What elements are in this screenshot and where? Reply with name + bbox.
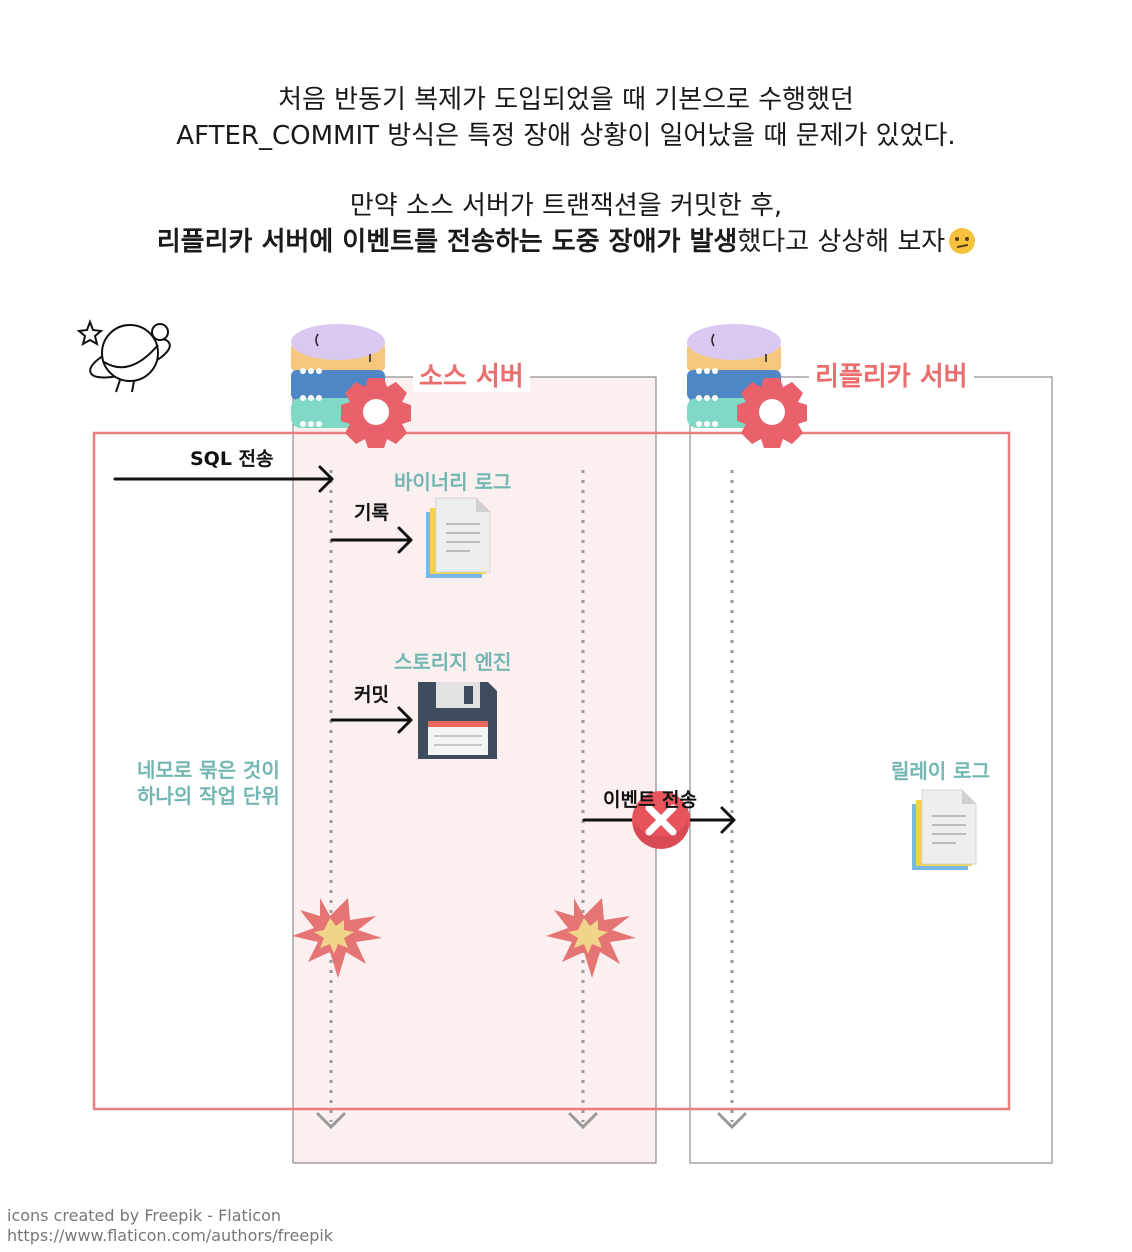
source-server-label: 소스 서버 [413, 362, 530, 392]
credit-line-1: icons created by Freepik - Flaticon [7, 1206, 281, 1225]
replica-server-label: 리플리카 서버 [809, 362, 974, 392]
lifeline-1-arrowhead [316, 1112, 346, 1130]
storage-engine-label: 스토리지 엔진 [394, 646, 512, 675]
binary-log-label: 바이너리 로그 [394, 466, 512, 495]
intro-line-1: 처음 반동기 복제가 도입되었을 때 기본으로 수행했던 [278, 85, 854, 115]
lifeline-3-arrowhead [717, 1112, 747, 1130]
record-label: 기록 [354, 502, 389, 524]
lifeline-2-arrowhead [568, 1112, 598, 1130]
intro-line-3: 만약 소스 서버가 트랜잭션을 커밋한 후, [349, 191, 783, 221]
record-arrowhead [397, 526, 413, 554]
intro-line-4-rest: 했다고 상상해 보자 [737, 227, 946, 257]
commit-arrowhead [397, 706, 413, 734]
unit-of-work-box [92, 431, 1011, 1111]
replica-database-gear-icon [687, 324, 807, 448]
unit-of-work-line-1: 네모로 묶은 것이 [137, 758, 280, 782]
sql-send-label: SQL 전송 [190, 448, 274, 470]
explosion-icon-2 [546, 898, 636, 978]
intro-line-2: AFTER_COMMIT 방식은 특정 장애 상황이 일어났을 때 문제가 있었… [176, 121, 956, 151]
relay-log-document-icon [912, 789, 977, 870]
source-database-gear-icon [291, 324, 411, 448]
planet-icon [76, 319, 171, 393]
unit-of-work-line-2: 하나의 작업 단위 [137, 784, 280, 808]
intro-line-4: 리플리카 서버에 이벤트를 전송하는 도중 장애가 발생했다고 상상해 보자 [0, 224, 1132, 260]
intro-line-4-bold: 리플리카 서버에 이벤트를 전송하는 도중 장애가 발생 [156, 227, 738, 257]
credit-line-2: https://www.flaticon.com/authors/freepik [7, 1226, 334, 1245]
raised-eyebrow-emoji-icon [949, 228, 976, 254]
event-send-label: 이벤트 전송 [603, 789, 698, 811]
relay-log-label: 릴레이 로그 [891, 759, 990, 783]
explosion-icon-1 [292, 898, 382, 978]
sql-send-arrowhead [318, 465, 334, 493]
floppy-disk-icon [418, 682, 497, 759]
replica-server-group [689, 376, 1053, 1164]
binary-log-document-icon [426, 497, 491, 578]
error-x-icon [632, 791, 690, 849]
commit-label: 커밋 [354, 684, 389, 706]
event-send-arrowhead [720, 806, 736, 834]
